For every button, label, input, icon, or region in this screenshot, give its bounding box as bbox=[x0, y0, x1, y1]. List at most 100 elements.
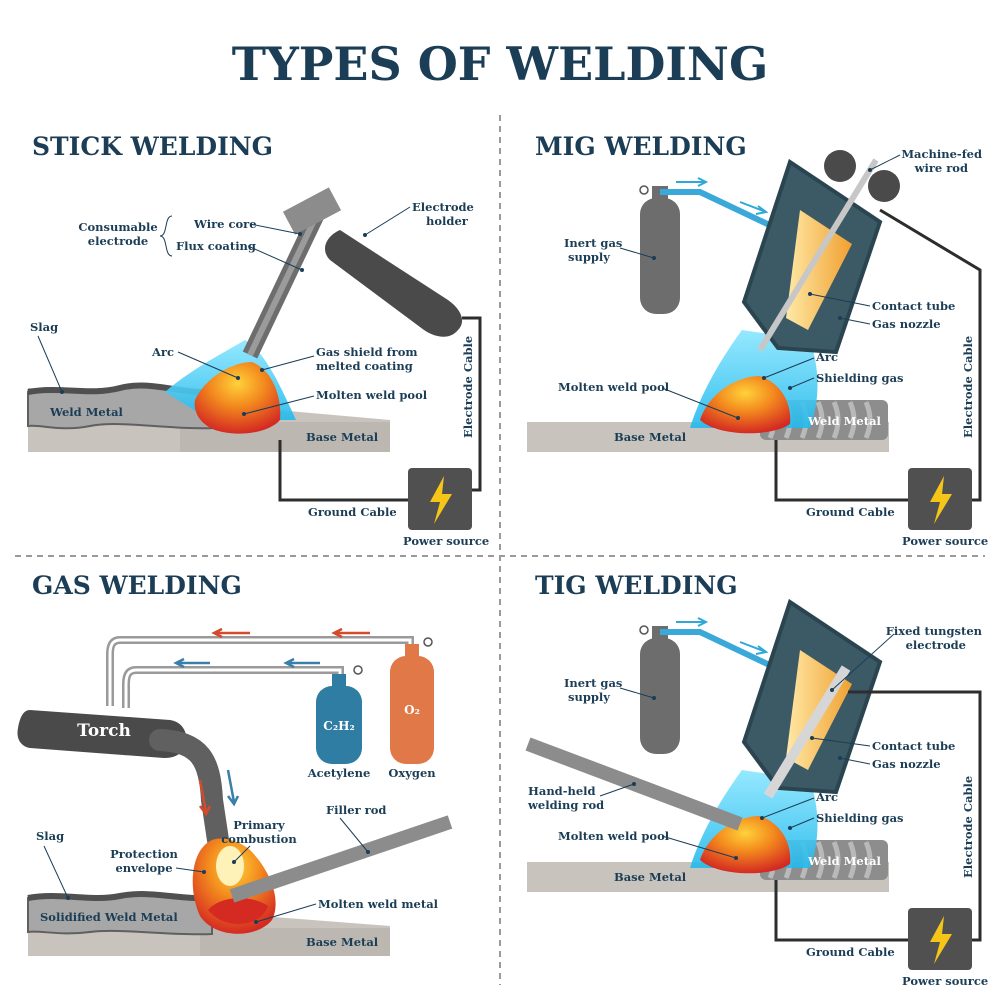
leader-molten-weld-metal bbox=[255, 903, 317, 923]
leader-molten-pool bbox=[661, 387, 739, 419]
mig-contact-tube bbox=[786, 210, 852, 330]
mig-gas-cylinder bbox=[640, 198, 680, 314]
label-slag: Slag bbox=[30, 320, 58, 334]
label-flux-coating: Flux coating bbox=[176, 239, 256, 253]
mig-wire bbox=[757, 158, 879, 352]
label-envelope-2: envelope bbox=[115, 861, 172, 875]
brace bbox=[159, 215, 173, 257]
leader-gas-nozzle bbox=[839, 757, 871, 765]
leader-contact-tube bbox=[809, 293, 871, 307]
arrow-icon bbox=[331, 627, 370, 639]
label-solidified-weld-metal: Solidified Weld Metal bbox=[40, 910, 178, 924]
leader-holder bbox=[364, 206, 411, 236]
mig-ground-cable bbox=[774, 440, 908, 502]
mig-wire-roller-2 bbox=[868, 170, 900, 202]
arrow-icon bbox=[739, 641, 769, 655]
arrow-icon bbox=[198, 779, 212, 817]
mig-welding-panel: MIG WELDING bbox=[527, 132, 988, 548]
label-molten-pool: Molten weld pool bbox=[316, 388, 428, 402]
label-electrode-cable: Electrode Cable bbox=[961, 776, 975, 878]
label-base-metal: Base Metal bbox=[306, 935, 379, 949]
stick-electrode-holder bbox=[325, 230, 463, 337]
label-weld-metal: Weld Metal bbox=[807, 414, 882, 428]
tig-title: TIG WELDING bbox=[535, 571, 738, 600]
label-gas-nozzle: Gas nozzle bbox=[872, 757, 941, 771]
label-consumable-1: Consumable bbox=[78, 220, 157, 234]
label-electrode-cable: Electrode Cable bbox=[461, 336, 475, 438]
oxygen-formula: O₂ bbox=[404, 703, 420, 717]
label-consumable-2: electrode bbox=[88, 234, 148, 248]
leader-slag bbox=[37, 335, 63, 393]
label-holder-2: holder bbox=[426, 214, 469, 228]
label-contact-tube: Contact tube bbox=[872, 739, 955, 753]
label-molten-pool: Molten weld pool bbox=[558, 829, 670, 843]
label-primary-combustion-2: combustion bbox=[221, 832, 297, 846]
label-arc: Arc bbox=[815, 790, 838, 804]
label-inert-gas-1: Inert gas bbox=[564, 236, 622, 250]
gas-torch-handle bbox=[17, 710, 187, 758]
gas-oxygen-cylinder bbox=[390, 656, 434, 764]
label-contact-tube: Contact tube bbox=[872, 299, 955, 313]
tig-gas-cylinder bbox=[640, 638, 680, 754]
label-power-source: Power source bbox=[403, 534, 489, 548]
leader-arc bbox=[761, 797, 815, 819]
leader-shielding-gas bbox=[789, 377, 815, 389]
arrow-icon bbox=[173, 657, 210, 669]
label-power-source: Power source bbox=[902, 534, 988, 548]
label-wire-core: Wire core bbox=[193, 217, 257, 231]
mig-wire-roller-1 bbox=[824, 150, 856, 182]
label-molten-weld-metal: Molten weld metal bbox=[318, 897, 439, 911]
label-primary-combustion-1: Primary bbox=[233, 818, 285, 832]
arrow-icon bbox=[676, 177, 709, 187]
label-oxygen: Oxygen bbox=[388, 766, 436, 780]
arrow-icon bbox=[739, 201, 769, 215]
leader-envelope bbox=[175, 867, 205, 873]
leader-wire-rod bbox=[869, 154, 901, 171]
leader-shielding-gas bbox=[789, 817, 815, 829]
label-filler-rod: Filler rod bbox=[326, 803, 386, 817]
leader-tungsten bbox=[831, 633, 895, 691]
mig-electrode-cable bbox=[879, 208, 982, 502]
gas-acetylene-cylinder bbox=[316, 686, 362, 764]
label-gas-shield-2: melted coating bbox=[316, 359, 413, 373]
mig-molten-pool bbox=[700, 376, 791, 434]
stick-molten-pool bbox=[194, 362, 281, 434]
gas-title: GAS WELDING bbox=[32, 571, 242, 600]
leader-inert-gas bbox=[619, 687, 655, 699]
leader-filler-rod bbox=[339, 817, 369, 853]
label-base-metal: Base Metal bbox=[306, 430, 379, 444]
tig-gas-hose bbox=[660, 629, 782, 673]
label-acetylene: Acetylene bbox=[307, 766, 371, 780]
leader-gas-nozzle bbox=[839, 317, 871, 325]
label-arc: Arc bbox=[815, 350, 838, 364]
label-holder-1: Electrode bbox=[412, 200, 474, 214]
tig-electrode-cable bbox=[848, 690, 982, 942]
leader-wire-core bbox=[249, 223, 301, 235]
leader-primary bbox=[233, 845, 251, 863]
label-tungsten-1: Fixed tungsten bbox=[886, 624, 983, 638]
label-envelope-1: Protection bbox=[110, 847, 178, 861]
label-hand-rod-1: Hand-held bbox=[528, 784, 596, 798]
leader-gas-shield bbox=[261, 355, 315, 371]
label-gas-shield-1: Gas shield from bbox=[316, 345, 418, 359]
arrow-icon bbox=[211, 627, 250, 639]
label-power-source: Power source bbox=[902, 974, 988, 988]
tig-ground-cable bbox=[774, 880, 908, 942]
label-base-metal: Base Metal bbox=[614, 870, 687, 884]
label-electrode-cable: Electrode Cable bbox=[961, 336, 975, 438]
mig-title: MIG WELDING bbox=[535, 132, 747, 161]
gas-oxygen-hose-inner bbox=[108, 638, 412, 706]
label-wire-rod-1: Machine-fed bbox=[901, 147, 982, 161]
page-title: TYPES OF WELDING bbox=[232, 37, 769, 91]
label-weld-metal: Weld Metal bbox=[49, 405, 124, 419]
label-tungsten-2: electrode bbox=[906, 638, 966, 652]
stick-holder-clamp bbox=[282, 187, 342, 235]
label-shielding-gas: Shielding gas bbox=[816, 371, 904, 385]
stick-electrode-cable bbox=[462, 316, 482, 492]
arrow-icon bbox=[283, 657, 320, 669]
stick-ground-cable bbox=[278, 440, 408, 502]
leader-flux bbox=[247, 245, 303, 271]
tig-molten-pool bbox=[700, 816, 791, 874]
tig-welding-panel: TIG WELDING Fixed tungsten ele bbox=[525, 571, 988, 988]
gas-molten-weld-metal bbox=[208, 898, 268, 924]
